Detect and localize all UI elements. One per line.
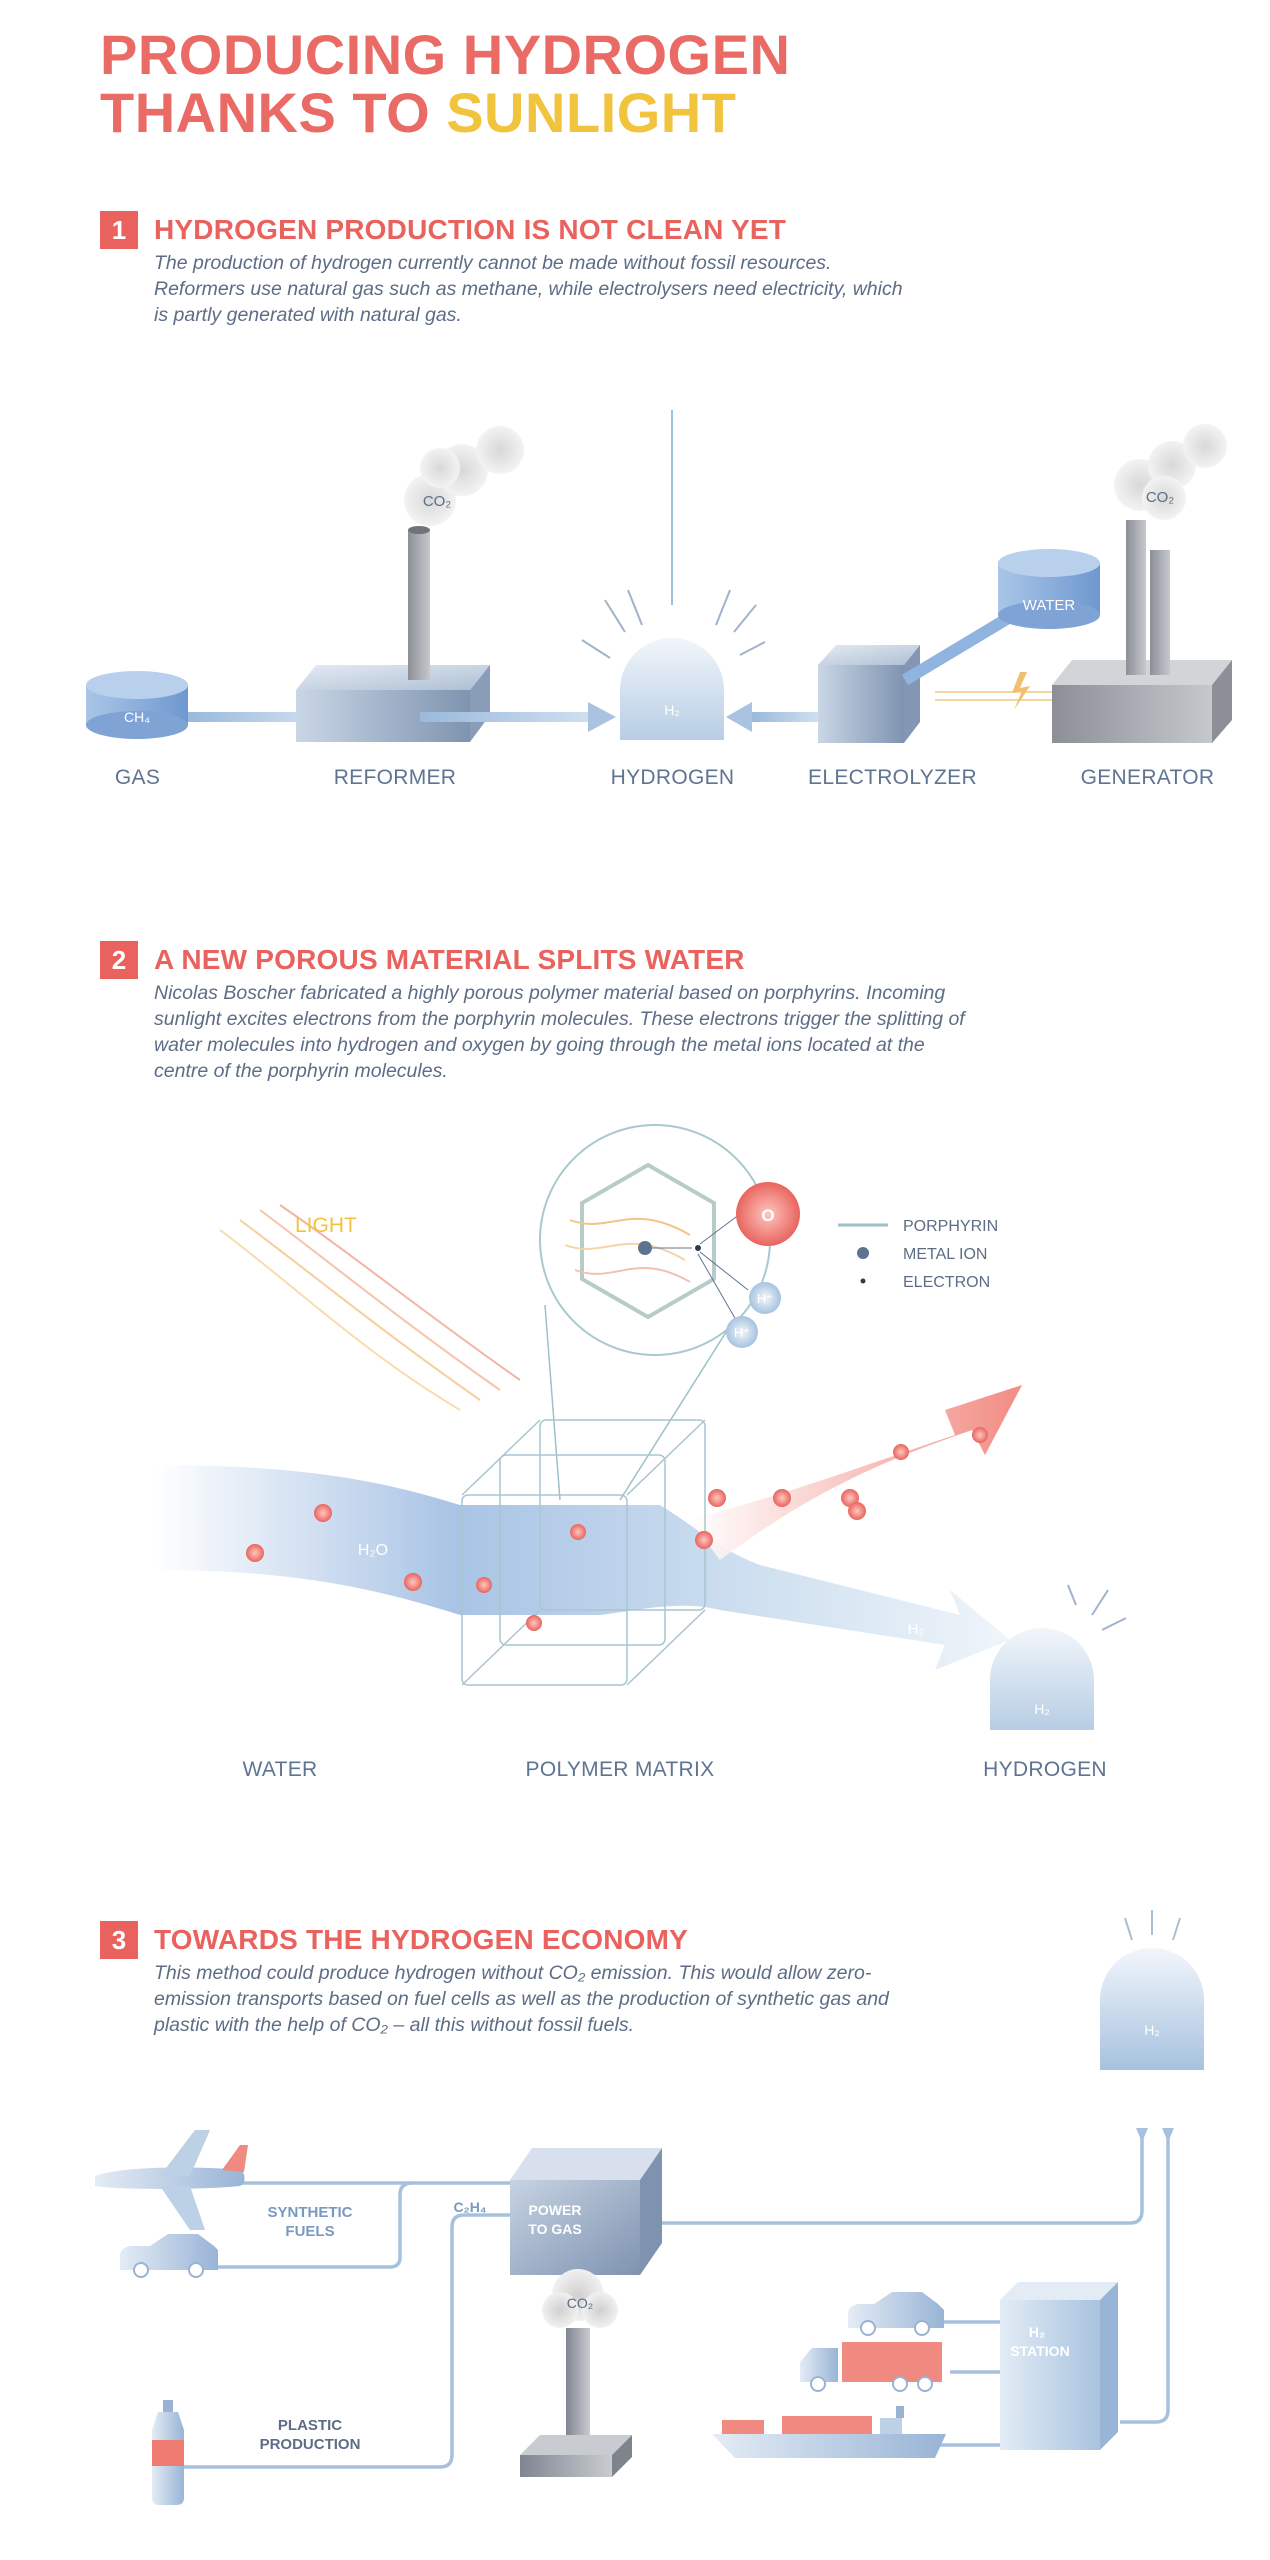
metal-ion-dot-icon [857, 1247, 869, 1259]
h2-tag: H₂ [664, 702, 680, 718]
legend-electron: ELECTRON [903, 1274, 990, 1291]
section-3-number: 3 [100, 1921, 138, 1959]
h2-stream-tag: H₂ [908, 1621, 925, 1638]
station-line1: H₂ [1029, 2324, 1045, 2340]
synthetic-fuels-line2: FUELS [285, 2223, 334, 2240]
plastic-line1: PLASTIC [278, 2417, 342, 2434]
section-1-diagram: CH₄ CO₂ H₂ [86, 410, 1232, 743]
h2-station-icon: H₂ STATION [1000, 2282, 1118, 2450]
title-line-2-prefix: THANKS TO [100, 81, 447, 144]
hydrogen-dome-3-icon: H₂ [1100, 1910, 1204, 2070]
water-tank-icon: WATER [998, 549, 1100, 629]
section-2-body: Nicolas Boscher fabricated a highly poro… [154, 982, 965, 1082]
reformer-icon: CO₂ [296, 426, 524, 742]
section-2-diagram: LIGHT O H⁺ H⁺ PORPHYRIN METAL ION ELECTR… [155, 1124, 1127, 1730]
synthetic-fuels-line1: SYNTHETIC [267, 2204, 352, 2221]
label-reformer: REFORMER [333, 766, 457, 789]
bottle-icon [152, 2400, 184, 2505]
smoke-cloud-right-icon [1114, 424, 1227, 520]
co2-smoke-icon: CO₂ [520, 2269, 632, 2477]
label-water: WATER [242, 1758, 318, 1781]
power-to-gas-line2: TO GAS [528, 2221, 581, 2237]
car-2-icon [848, 2292, 944, 2336]
o2-tag: O₂ [937, 1440, 956, 1457]
section-3-body: This method could produce hydrogen witho… [154, 1962, 889, 2036]
o-tag: O [761, 1206, 774, 1225]
electrolyzer-icon [818, 645, 920, 743]
co2-tag-3: CO₂ [567, 2295, 593, 2311]
hydrogen-dome-icon: H₂ [581, 410, 766, 740]
section-3-heading: TOWARDS THE HYDROGEN ECONOMY [154, 1924, 689, 1955]
co2-right-tag: CO₂ [1146, 489, 1175, 506]
h-plus-tag-2: H⁺ [734, 1325, 750, 1340]
electron-dot-icon [860, 1278, 866, 1284]
h2o-tag: H₂O [358, 1542, 388, 1559]
section-2-header: 2 A NEW POROUS MATERIAL SPLITS WATER [100, 940, 745, 980]
porphyrin-zoom-circle: O H⁺ H⁺ [539, 1124, 800, 1501]
water-molecules [246, 1427, 988, 1631]
hydrogen-dome-2-icon: H₂ [990, 1584, 1127, 1730]
label-hydrogen: HYDROGEN [610, 766, 735, 789]
arrow-to-hydrogen-right [726, 702, 752, 732]
power-to-gas-line1: POWER [529, 2202, 582, 2218]
light-rays-icon [219, 1204, 521, 1411]
section-2-heading: A NEW POROUS MATERIAL SPLITS WATER [154, 944, 745, 975]
arrow-to-hydrogen-left [588, 702, 616, 732]
section-1-header: 1 HYDROGEN PRODUCTION IS NOT CLEAN YET [100, 210, 786, 250]
light-tag: LIGHT [295, 1214, 357, 1237]
ship-icon [712, 2406, 946, 2458]
power-to-gas-icon: POWER TO GAS [510, 2148, 662, 2275]
section-2-number: 2 [100, 941, 138, 979]
label-hydrogen-2: HYDROGEN [983, 1758, 1107, 1781]
gas-tank-icon: CH₄ [86, 671, 188, 739]
label-gas: GAS [114, 766, 161, 789]
water-stream [155, 1465, 1010, 1670]
generator-icon: CO₂ [1052, 424, 1232, 743]
h2-top-tag: H₂ [1144, 2022, 1160, 2038]
car-icon [120, 2234, 218, 2278]
water-tag: WATER [1023, 597, 1076, 614]
co2-left-tag: CO₂ [423, 493, 452, 510]
label-generator: GENERATOR [1080, 766, 1215, 789]
h2-dome-tag: H₂ [1034, 1701, 1050, 1717]
legend-metal-ion: METAL ION [903, 1246, 987, 1263]
legend: PORPHYRIN METAL ION ELECTRON [838, 1218, 998, 1291]
section-1-body: The production of hydrogen currently can… [154, 252, 903, 326]
h-plus-tag-1: H⁺ [757, 1291, 773, 1306]
smoke-cloud-left-icon [404, 426, 524, 526]
ch4-tag: CH₄ [124, 709, 150, 725]
lightning-icon [935, 672, 1060, 710]
section-1-number: 1 [100, 211, 138, 249]
legend-porphyrin: PORPHYRIN [903, 1218, 998, 1235]
oxygen-arrow [690, 1385, 1022, 1560]
section-3-diagram: H₂ SYNTHETIC FUELS C₂H₄ POWER TO GAS CO₂ [95, 1910, 1204, 2505]
pipes [155, 2130, 1170, 2469]
section-3-header: 3 TOWARDS THE HYDROGEN ECONOMY [100, 1920, 688, 1960]
title-line-1: PRODUCING HYDROGEN [100, 23, 791, 86]
c2h4-tag: C₂H₄ [453, 2199, 486, 2215]
section-1-heading: HYDROGEN PRODUCTION IS NOT CLEAN YET [154, 214, 787, 245]
station-line2: STATION [1010, 2343, 1069, 2359]
pipe-gas-reformer [188, 712, 318, 722]
label-polymer-matrix: POLYMER MATRIX [525, 1758, 715, 1781]
page-title: PRODUCING HYDROGEN THANKS TO SUNLIGHT [100, 26, 790, 142]
airplane-icon [95, 2130, 248, 2230]
truck-icon [800, 2342, 942, 2392]
title-line-2-highlight: SUNLIGHT [446, 81, 737, 144]
label-electrolyzer: ELECTROLYZER [808, 766, 977, 789]
plastic-line2: PRODUCTION [260, 2436, 361, 2453]
